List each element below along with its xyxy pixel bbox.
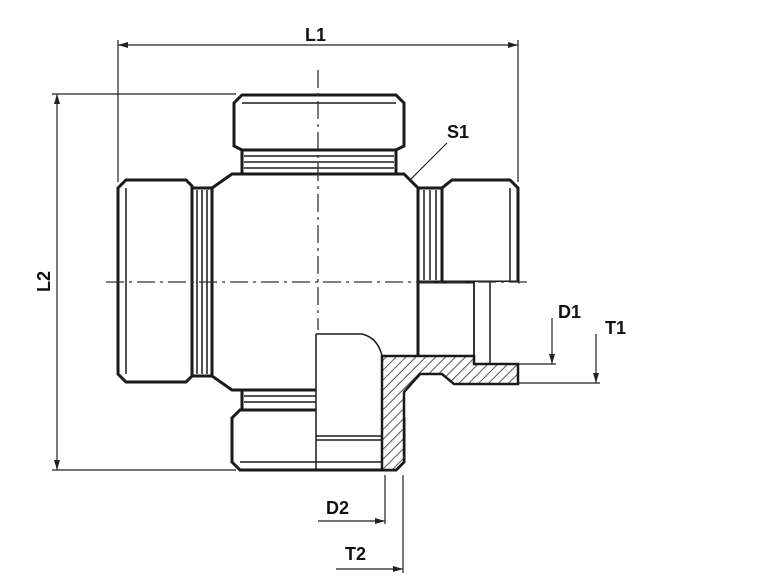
- label-t1: T1: [605, 318, 626, 338]
- section-hatch: [380, 354, 520, 472]
- label-t2: T2: [345, 544, 366, 564]
- label-l2: L2: [34, 271, 54, 292]
- label-s1: S1: [447, 122, 469, 142]
- label-d2: D2: [326, 498, 349, 518]
- left-port: [116, 178, 194, 384]
- label-l1: L1: [305, 25, 326, 45]
- center-lines: [106, 70, 530, 330]
- label-d1: D1: [558, 302, 581, 322]
- right-port: [440, 178, 520, 284]
